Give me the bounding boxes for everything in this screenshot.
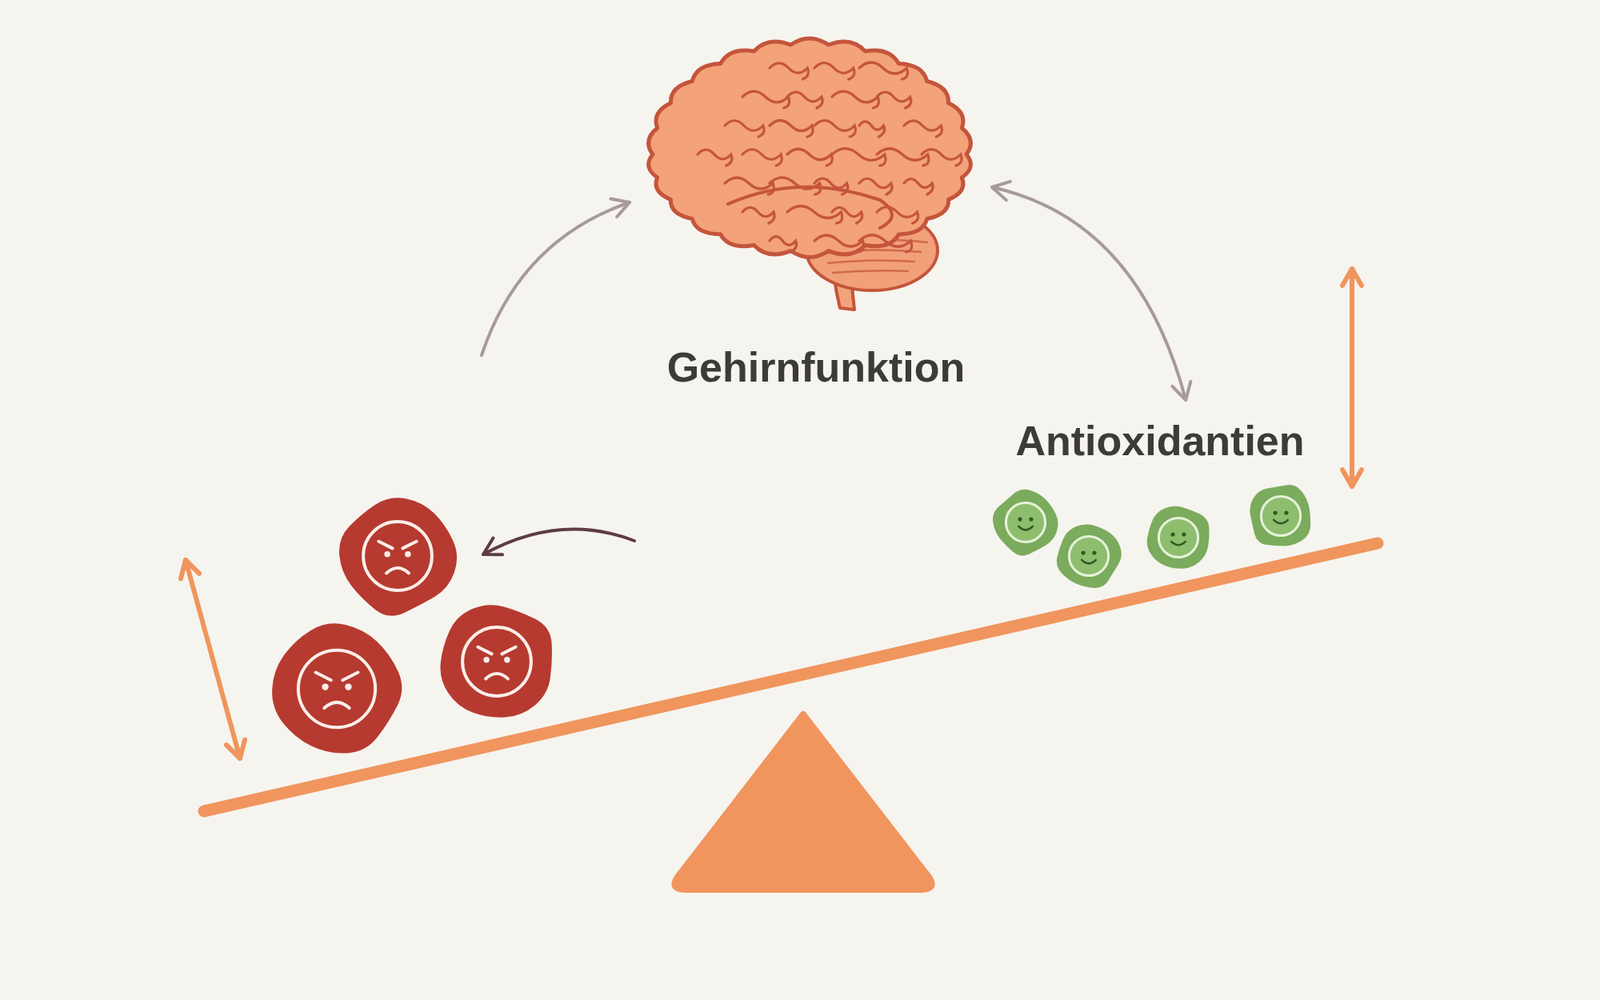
face-mouth: [324, 702, 349, 708]
brain-gyrus: [921, 149, 962, 166]
blob-body: [1249, 484, 1311, 546]
arrow-head: [1342, 469, 1362, 487]
face-ring: [1005, 502, 1045, 542]
face-mouth: [1081, 560, 1096, 564]
brain-gyrus: [876, 207, 919, 224]
brain-gyrus: [742, 207, 775, 224]
blob-body: [992, 489, 1059, 556]
brain-gyrus: [859, 121, 885, 137]
curved-arrow: [481, 202, 630, 356]
face-ring: [363, 521, 432, 591]
antioxidant-blob: [1147, 506, 1210, 569]
arrow-head: [483, 537, 503, 555]
face-brows: [316, 672, 359, 681]
brain-gyrus: [724, 120, 764, 137]
brain-gyrus: [742, 91, 790, 108]
brain-gyrus: [697, 149, 732, 166]
brain-gyrus: [787, 92, 823, 108]
radical-blob: [339, 497, 457, 616]
brain-gyrus: [832, 148, 886, 166]
arrow-head: [992, 181, 1011, 200]
blob-body: [1147, 506, 1210, 569]
brain-illustration: [648, 38, 972, 310]
brain-gyrus: [859, 62, 908, 80]
blob-body: [272, 623, 402, 753]
curved-arrow: [483, 528, 635, 555]
blob-body: [440, 604, 552, 718]
arrow-head: [180, 560, 200, 579]
face-eye: [1273, 511, 1278, 516]
brain-node: Gehirnfunktion: [640, 36, 992, 396]
face-eye: [344, 683, 352, 690]
antioxidant-group: Antioxidantien: [976, 400, 1344, 596]
face-eye: [1081, 551, 1086, 556]
free-radicals: [272, 497, 552, 753]
node-label: Antioxidantien: [944, 416, 1376, 465]
face-eye: [384, 551, 391, 558]
face-eye: [483, 656, 490, 664]
brain-gyrus: [814, 120, 856, 137]
decor-arrows: [180, 198, 1362, 759]
face-ring: [1068, 536, 1108, 576]
arrow-head: [226, 740, 245, 759]
arrow-head: [610, 198, 630, 217]
brain-gyrus: [814, 63, 855, 80]
face-mouth: [1018, 526, 1033, 530]
face-eye: [404, 551, 412, 558]
brain-cerebrum: [648, 38, 972, 258]
cerebellum-fold: [832, 270, 909, 273]
node-label: Gehirnfunktion: [608, 343, 1024, 392]
cerebellum-fold: [827, 260, 916, 264]
connector-line: [992, 187, 1186, 400]
brain-gyrus: [769, 120, 813, 137]
seesaw-fulcrum: [674, 714, 932, 890]
brain-gyrus: [876, 92, 912, 108]
radical-blob: [272, 623, 402, 753]
face-eye: [1018, 517, 1023, 522]
brain-gyrus: [769, 63, 808, 80]
face-mouth: [485, 673, 508, 679]
blob-body: [339, 497, 457, 616]
height-arrow: [1349, 268, 1355, 487]
brain-gyrus: [742, 149, 782, 166]
face-ring: [1260, 496, 1300, 536]
blob-body: [1056, 524, 1122, 588]
brain-gyrus: [769, 236, 797, 252]
face-ring: [298, 650, 376, 728]
brain-gyrus: [859, 235, 912, 252]
face-mouth: [1273, 520, 1288, 524]
antioxidant-blob: [1056, 524, 1122, 588]
face-eye: [1171, 532, 1176, 537]
face-ring: [462, 627, 532, 696]
brain-gyrus: [859, 178, 892, 195]
face-mouth: [1171, 541, 1186, 545]
face-eye: [1181, 532, 1186, 537]
brain-gyrus: [904, 120, 942, 137]
arrow-head: [1342, 268, 1362, 286]
face-eye: [1284, 511, 1288, 516]
node-shape: [640, 36, 992, 396]
face-eye: [1092, 551, 1096, 556]
brain-gyrus: [832, 91, 879, 108]
brain-gyrus: [832, 207, 863, 224]
face-eye: [1028, 517, 1033, 522]
brain-sulcus: [728, 187, 892, 228]
antioxidant-blob: [1249, 484, 1311, 546]
face-ring: [1158, 517, 1198, 557]
brain-gyrus: [787, 148, 832, 166]
face-brows: [477, 647, 516, 655]
brain-gyrus: [876, 148, 929, 166]
height-arrow: [185, 560, 240, 759]
face-brows: [378, 541, 416, 549]
brain-gyrus: [814, 235, 864, 252]
arrow-head: [1172, 381, 1191, 400]
connector: [992, 181, 1191, 400]
brain-gyrus: [904, 179, 933, 195]
antioxidant-blob: [992, 489, 1059, 556]
face-mouth: [386, 568, 409, 573]
radical-blob: [440, 604, 552, 718]
face-eye: [321, 683, 328, 690]
face-eye: [504, 656, 511, 664]
